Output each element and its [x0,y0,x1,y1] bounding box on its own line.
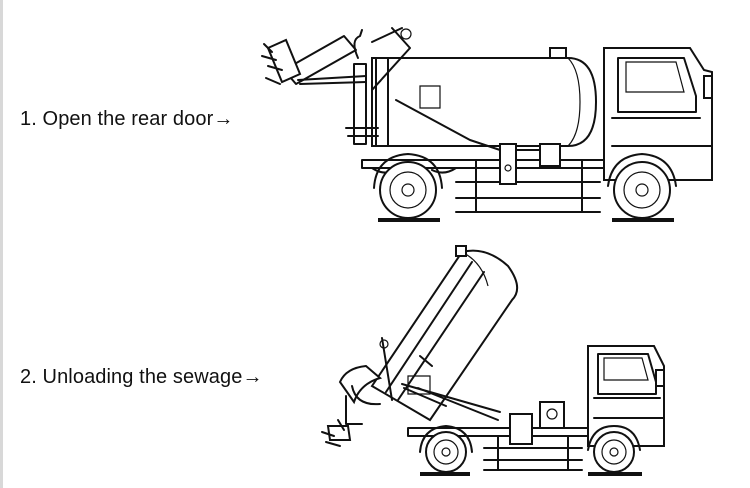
wheel-front [608,154,676,218]
truck-door-open [262,28,712,222]
wheel-front-2 [588,426,640,472]
ground-shadow [378,218,674,222]
ground-shadow-2 [420,472,642,476]
step-2-label: 2. Unloading the sewage→ [20,366,263,389]
wheel-rear [374,154,442,218]
tank [372,48,596,184]
left-border [0,0,3,488]
cab [604,48,712,180]
step-1-text: 1. Open the rear door [20,108,214,130]
step-2-arrow: → [242,366,263,388]
truck-unloading [322,246,664,476]
step-1-arrow: → [213,108,234,130]
rear-door-2 [322,338,392,446]
step-1-label: 1. Open the rear door→ [20,108,233,131]
cab-2 [588,346,664,446]
chassis [362,160,618,212]
step-2-text: 2. Unloading the sewage [20,366,243,388]
wheel-rear-2 [420,426,472,472]
rear-door-open [262,28,411,144]
chassis-2 [408,402,592,470]
tilted-tank [372,246,517,420]
